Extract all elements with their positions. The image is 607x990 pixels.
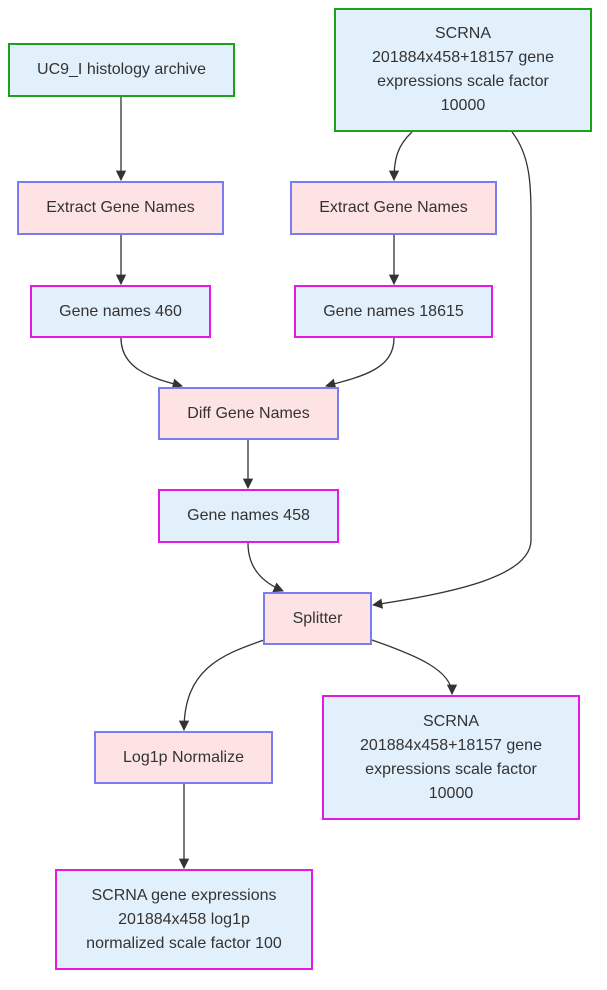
node-label-line: expressions scale factor: [377, 73, 549, 90]
node-label: Diff Gene Names: [187, 404, 310, 422]
node-scrna-split-output: SCRNA 201884x458+18157 gene expressions …: [322, 695, 580, 820]
node-extract-gene-names-left: Extract Gene Names: [17, 181, 224, 235]
node-label: Log1p Normalize: [123, 748, 244, 766]
node-label-line: normalized scale factor 100: [86, 934, 282, 952]
edge-genes-18615-to-diff: [324, 337, 395, 389]
edge-genes-460-to-diff: [120, 337, 184, 389]
edge-scrna-to-extract-right: [388, 131, 413, 182]
node-label: Splitter: [292, 609, 343, 627]
edge-splitter-to-scrna-split-out: [371, 639, 458, 696]
node-splitter: Splitter: [263, 592, 372, 645]
node-scrna-input: SCRNA 201884x458+18157 gene expressions …: [334, 8, 592, 132]
node-label-line: SCRNA: [434, 25, 491, 42]
node-label: Gene names 18615: [323, 302, 464, 320]
node-gene-names-18615: Gene names 18615: [294, 285, 493, 338]
node-label-line: 201884x458 log1p: [118, 910, 250, 928]
node-label-line: 10000: [440, 97, 486, 114]
node-label-line: SCRNA gene expressions: [91, 886, 277, 904]
node-scrna-normalized-output: SCRNA gene expressions 201884x458 log1p …: [55, 869, 313, 970]
node-label-line: 10000: [428, 784, 474, 802]
node-label: Extract Gene Names: [319, 199, 468, 216]
edge-scrna-to-splitter: [371, 131, 532, 609]
edge-genes-458-to-splitter: [247, 542, 284, 593]
node-label-line: 201884x458+18157 gene: [372, 49, 554, 66]
edge-splitter-to-log1p: [178, 639, 265, 732]
node-label-line: expressions scale factor: [365, 760, 537, 778]
node-gene-names-460: Gene names 460: [30, 285, 211, 338]
node-label: Gene names 460: [59, 302, 182, 320]
node-label: UC9_I histology archive: [37, 61, 206, 78]
node-label: Gene names 458: [187, 507, 310, 524]
node-label-line: SCRNA: [422, 712, 479, 730]
node-log1p-normalize: Log1p Normalize: [94, 731, 273, 784]
node-gene-names-458: Gene names 458: [158, 489, 339, 543]
node-label: Extract Gene Names: [46, 199, 195, 216]
node-uc9-histology-archive: UC9_I histology archive: [8, 43, 235, 97]
node-diff-gene-names: Diff Gene Names: [158, 387, 339, 440]
node-label-line: 201884x458+18157 gene: [360, 736, 542, 754]
node-extract-gene-names-right: Extract Gene Names: [290, 181, 497, 235]
